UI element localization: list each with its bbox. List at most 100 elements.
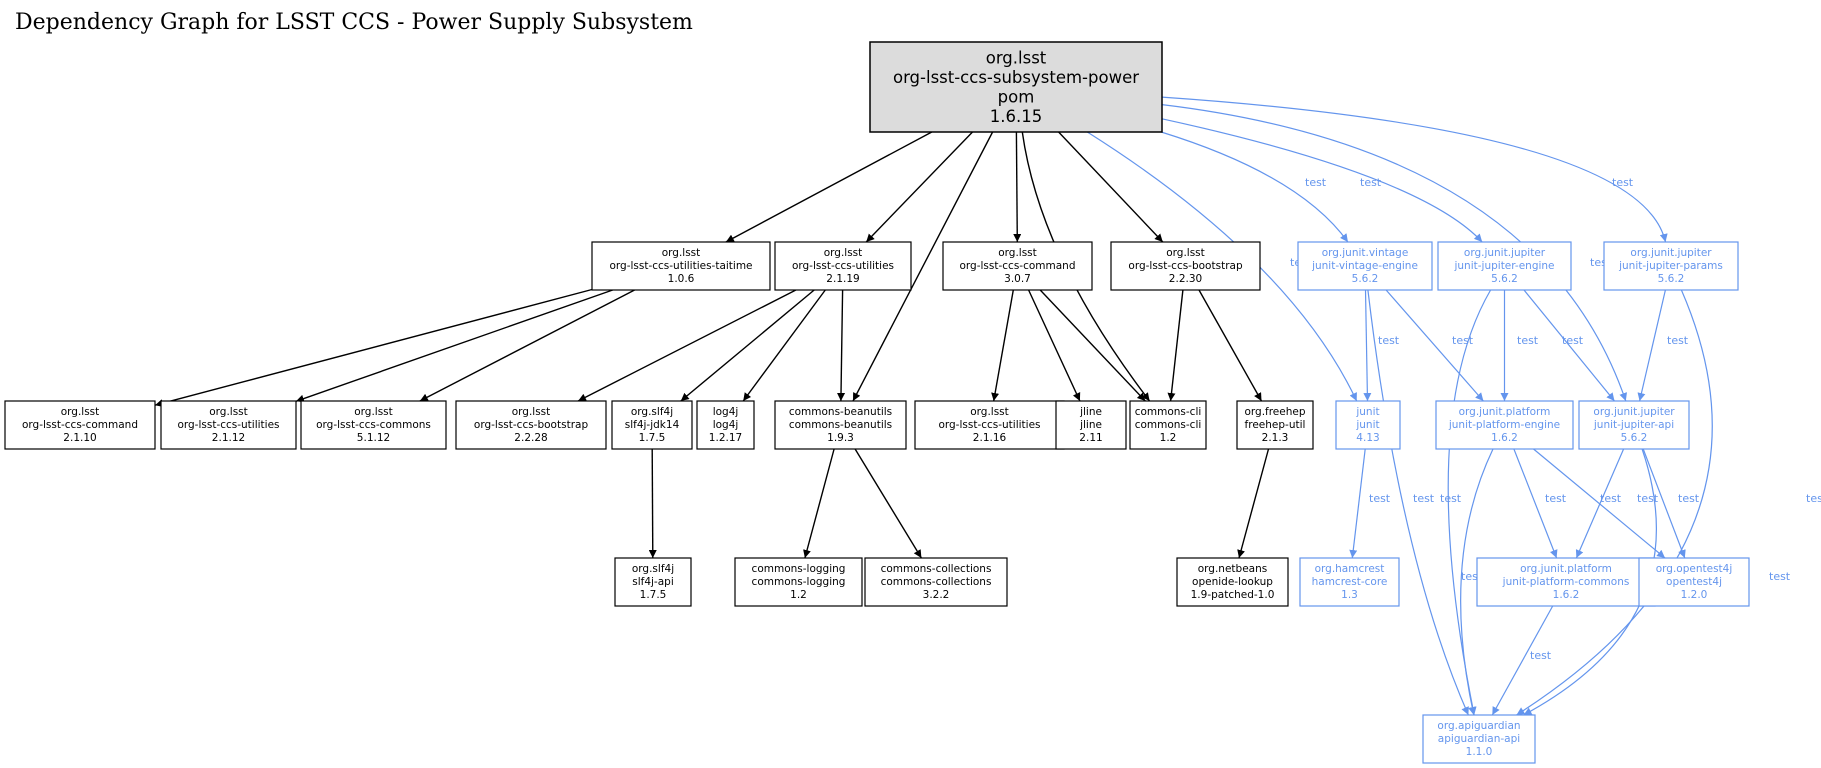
node-line: org.lsst xyxy=(662,247,701,259)
node-box xyxy=(1055,400,1127,450)
node-root: org.lsstorg-lsst-ccs-subsystem-powerpom1… xyxy=(869,41,1163,133)
node-box xyxy=(864,557,1008,607)
node-line: commons-cli xyxy=(1135,419,1202,431)
node-box xyxy=(1437,241,1572,291)
graph-title: Dependency Graph for LSST CCS - Power Su… xyxy=(15,10,693,35)
edge-root-to-beanutils xyxy=(852,131,994,402)
node-line: commons-logging xyxy=(752,563,846,575)
edge-slf4jjdk-to-slf4japi xyxy=(648,448,657,559)
node-line: org-lsst-ccs-utilities-taitime xyxy=(609,260,752,272)
node-line: org.apiguardian xyxy=(1437,720,1520,732)
node-line: log4j xyxy=(713,406,739,418)
node-line: org-lsst-ccs-command xyxy=(22,419,138,431)
edge-jupengine-to-apiguardian xyxy=(1447,289,1492,716)
node-line: junit-platform-commons xyxy=(1502,576,1630,588)
node-line: commons-logging xyxy=(752,576,846,588)
node-platcommons: org.junit.platformjunit-platform-commons… xyxy=(1476,557,1656,607)
edge-label-jupengine-to-jupapi: test xyxy=(1562,334,1584,347)
node-line: 2.1.12 xyxy=(212,432,245,444)
node-line: org.lsst xyxy=(970,406,1009,418)
edge-root-to-util2119 xyxy=(865,131,974,243)
edge-root-to-cmd307 xyxy=(1013,131,1022,243)
edge-root-to-jupapi xyxy=(1161,104,1627,402)
node-box xyxy=(455,400,607,450)
edge-label-junit-to-hamcrest: test xyxy=(1369,492,1391,505)
edge-root-to-vintage xyxy=(1161,131,1349,243)
node-line: org-lsst-ccs-command xyxy=(960,260,1076,272)
node-line: apiguardian-api xyxy=(1438,733,1520,745)
node-line: commons-beanutils xyxy=(789,419,892,431)
edge-label-platengine-to-platcommons: test xyxy=(1545,492,1567,505)
node-line: org.freehep xyxy=(1244,406,1305,418)
edge-boot2230-to-freehep xyxy=(1198,289,1263,402)
node-line: 1.7.5 xyxy=(639,432,666,444)
node-line: org.junit.jupiter xyxy=(1593,406,1675,418)
node-line: org.netbeans xyxy=(1198,563,1267,575)
node-line: 2.11 xyxy=(1079,432,1102,444)
edge-cmd307-to-util2116 xyxy=(991,289,1014,402)
node-box xyxy=(734,557,863,607)
node-box xyxy=(914,400,1065,450)
node-line: pom xyxy=(998,87,1035,106)
node-line: org-lsst-ccs-bootstrap xyxy=(1128,260,1243,272)
node-line: org.junit.jupiter xyxy=(1464,247,1546,259)
edge-label-vintage-to-apiguardian: test xyxy=(1413,492,1435,505)
node-line: org.hamcrest xyxy=(1315,563,1385,575)
edge-label-jupapi-to-platcommons: test xyxy=(1600,492,1622,505)
node-box xyxy=(1603,241,1739,291)
edge-platengine-to-apiguardian xyxy=(1460,448,1494,716)
node-line: commons-beanutils xyxy=(789,406,892,418)
node-box xyxy=(1476,557,1656,607)
node-box xyxy=(774,241,912,291)
edge-vintage-to-junit xyxy=(1363,289,1372,402)
node-line: junit-platform-engine xyxy=(1448,419,1560,431)
node-line: 1.2.0 xyxy=(1681,589,1708,601)
node-openide: org.netbeansopenide-lookup1.9-patched-1.… xyxy=(1176,557,1289,607)
edge-util2119-to-log4j xyxy=(742,289,826,402)
node-line: 2.1.19 xyxy=(826,273,859,285)
node-line: 1.1.0 xyxy=(1466,746,1493,758)
edge-vintage-to-platengine xyxy=(1385,289,1484,402)
edge-util2119-to-slf4jjdk xyxy=(680,289,815,402)
edge-label-platcommons-to-apiguardian: test xyxy=(1530,649,1552,662)
node-line: 2.1.3 xyxy=(1262,432,1289,444)
node-line: 1.6.2 xyxy=(1491,432,1518,444)
node-line: org.lsst xyxy=(824,247,863,259)
node-line: org.lsst xyxy=(512,406,551,418)
edge-jupparams-to-jupapi xyxy=(1637,289,1666,402)
node-line: org.lsst xyxy=(354,406,393,418)
node-box xyxy=(1422,714,1536,764)
node-line: junit xyxy=(1355,406,1379,418)
node-box xyxy=(942,241,1093,291)
edge-boot2230-to-cli xyxy=(1167,289,1184,402)
node-line: org.junit.platform xyxy=(1520,563,1612,575)
edge-vintage-to-apiguardian xyxy=(1367,289,1469,716)
edge-label-jupapi-to-opentest4j: test xyxy=(1678,492,1700,505)
node-line: 5.6.2 xyxy=(1491,273,1518,285)
edge-freehep-to-openide xyxy=(1237,448,1270,559)
node-line: openide-lookup xyxy=(1192,576,1273,588)
node-line: org.junit.platform xyxy=(1459,406,1551,418)
edge-label-jupparams-to-apiguardian: test xyxy=(1806,492,1821,505)
node-line: org.lsst xyxy=(998,247,1037,259)
node-line: 1.7.5 xyxy=(640,589,667,601)
edge-label-root-to-jupparams: test xyxy=(1612,176,1634,189)
edge-root-to-boot2230 xyxy=(1058,131,1164,243)
node-line: junit xyxy=(1355,419,1379,431)
node-line: org.opentest4j xyxy=(1656,563,1733,575)
node-line: 2.1.16 xyxy=(973,432,1007,444)
node-line: 4.13 xyxy=(1356,432,1379,444)
edge-util2119-to-beanutils xyxy=(837,289,846,402)
edge-junit-to-hamcrest xyxy=(1349,448,1366,559)
